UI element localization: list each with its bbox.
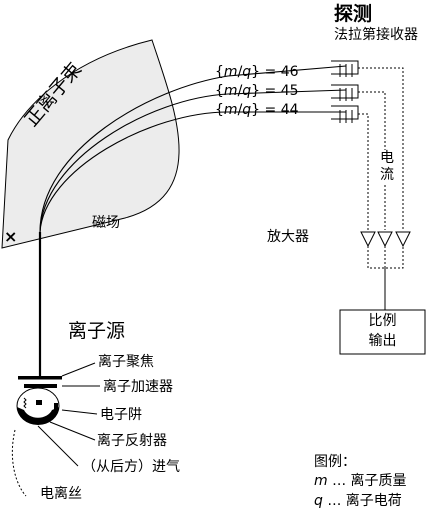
- ion-source-title: 离子源: [68, 320, 126, 342]
- amplifiers: [360, 231, 411, 248]
- ion-focus-plate: [18, 376, 62, 380]
- ratio-label-line1: 比例: [368, 313, 397, 329]
- label-gas-inlet: （从后方）进气: [82, 459, 180, 475]
- ion-source-assembly: [11, 376, 62, 497]
- filament-coil: [23, 397, 27, 409]
- electron-trap: [54, 403, 58, 413]
- beam-label-46: {m/q} = 46: [215, 64, 299, 80]
- beam-path-46: [39, 65, 347, 378]
- detector-title: 探测: [334, 3, 373, 25]
- magnetic-field-label: 磁场: [92, 215, 120, 231]
- amplifier-label: 放大器: [267, 229, 309, 245]
- ratio-label-line2: 输出: [368, 333, 397, 349]
- signal-wires: [358, 67, 404, 310]
- label-ion-focus: 离子聚焦: [98, 354, 154, 370]
- beam-path-44: [39, 111, 346, 378]
- ion-reflector: [17, 407, 59, 425]
- detector-subtitle: 法拉第接收器: [334, 27, 418, 43]
- magnetic-field-region: [1, 39, 180, 249]
- current-label: 电流: [379, 150, 395, 184]
- ratio-output-box: [339, 309, 426, 355]
- magnetic-field-symbol: ×: [4, 227, 18, 246]
- label-ion-accelerator: 离子加速器: [103, 379, 173, 395]
- legend-title: 图例：: [314, 454, 356, 470]
- legend-item-charge: q … 离子电荷: [314, 493, 402, 509]
- legend-item-mass: m … 离子质量: [314, 473, 407, 489]
- leader-lines: [37, 362, 100, 467]
- label-filament: 电离丝: [40, 486, 82, 502]
- beam-path-45: [39, 89, 347, 378]
- label-electron-trap: 电子阱: [100, 407, 142, 423]
- beam-label-44: {m/q} = 44: [215, 102, 299, 118]
- beam-label-45: {m/q} = 45: [215, 83, 299, 99]
- label-ion-reflector: 离子反射器: [97, 433, 167, 449]
- filament-lead: [11, 429, 27, 497]
- faraday-collectors: [331, 60, 359, 123]
- ion-accelerator-plate: [24, 384, 57, 388]
- beam-exit: [36, 400, 42, 405]
